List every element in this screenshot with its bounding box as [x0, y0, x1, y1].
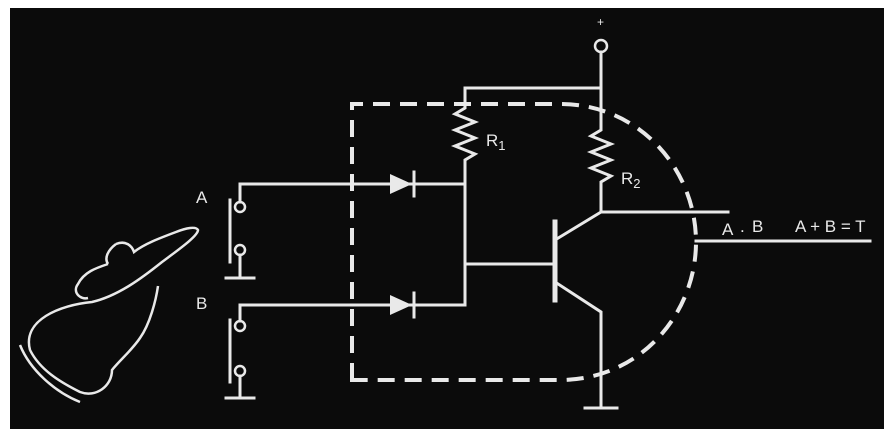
schematic-frame [10, 8, 884, 429]
gate-dashed-outline [350, 102, 699, 382]
switch-a-label: A [196, 188, 208, 207]
switch-b-wires [224, 303, 256, 400]
hand-icon [27, 226, 200, 395]
output-dot-label: . [740, 217, 745, 236]
resistor-r1 [450, 86, 480, 184]
supply-rail [463, 50, 603, 90]
diode-a-triangle [390, 174, 412, 194]
output-b-label: B [752, 217, 763, 236]
supply-plus-label: + [597, 15, 604, 29]
switch-b-label: B [196, 294, 207, 313]
r2-label: R2 [621, 169, 641, 191]
diode-b-triangle [390, 295, 412, 315]
resistor-r2 [586, 86, 616, 214]
hand-cuff [18, 344, 81, 404]
output-equation: A + B = T [795, 217, 866, 236]
r1-label: R1 [486, 131, 506, 153]
transistor-collector [552, 209, 604, 243]
output-a-label: A [722, 220, 734, 239]
transistor-emitter [552, 279, 603, 407]
switch-a-wires [224, 182, 256, 280]
supply-terminal [593, 38, 609, 54]
